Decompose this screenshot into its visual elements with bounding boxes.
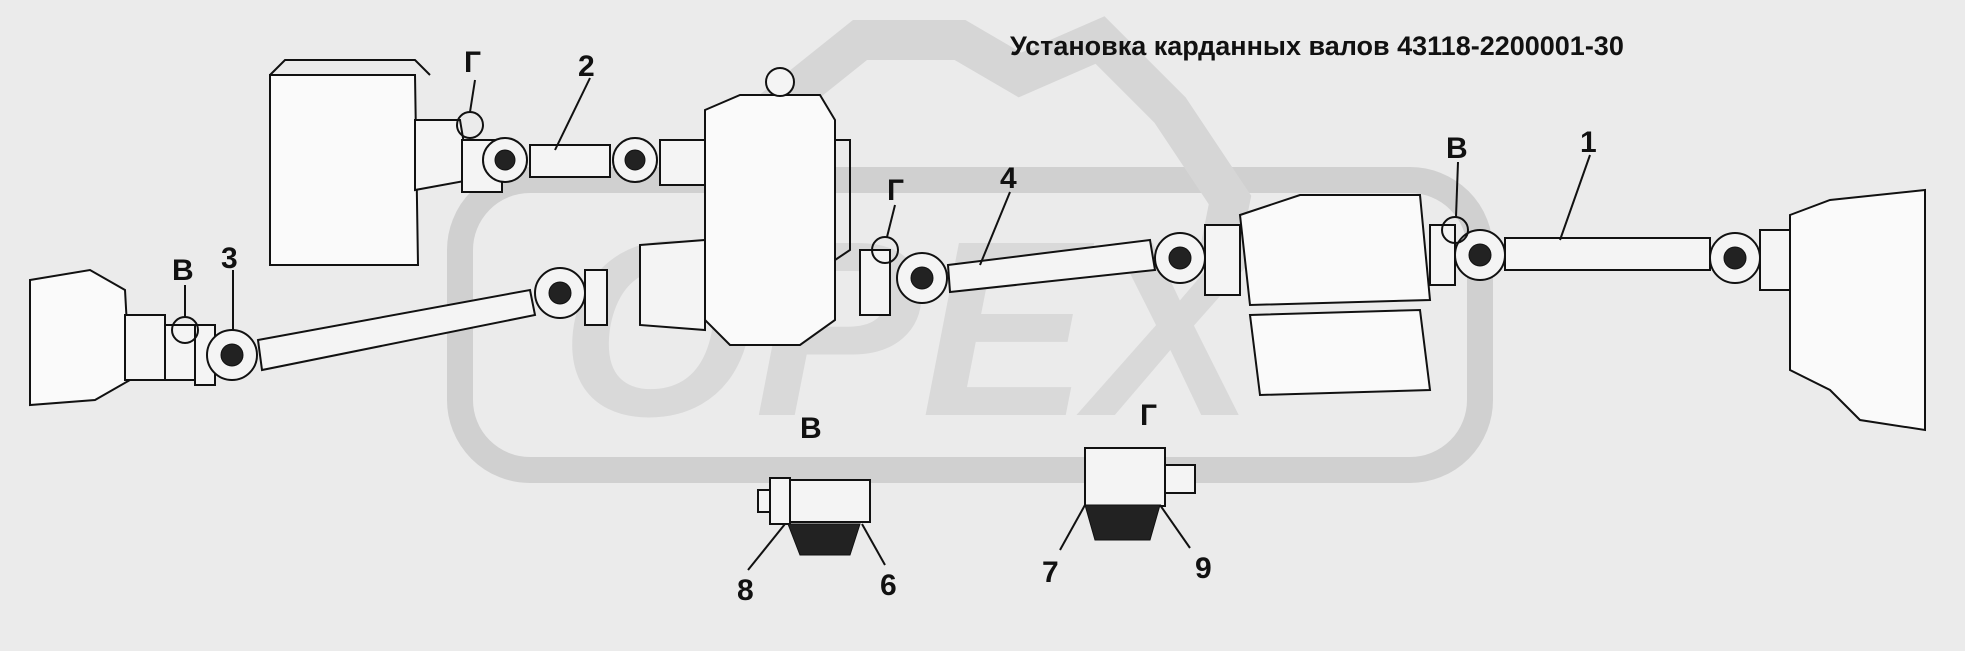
detail-v-title: В bbox=[800, 412, 822, 445]
shaft-tube bbox=[529, 144, 611, 178]
shaft-tube bbox=[1504, 237, 1711, 271]
callout-1: 1 bbox=[1580, 126, 1597, 159]
callout-4: 4 bbox=[1000, 162, 1017, 195]
watermark-text: OPEX bbox=[560, 189, 1268, 468]
shaft-tube bbox=[256, 288, 537, 372]
hatched-flange bbox=[787, 523, 861, 556]
callout-3: 3 bbox=[221, 242, 238, 275]
leader-lines bbox=[184, 77, 1591, 330]
detail-label-9: 9 bbox=[1195, 552, 1212, 585]
detail-g-title: Г bbox=[1140, 399, 1157, 432]
nut-body bbox=[1084, 447, 1166, 507]
watermark-logo: OPEX bbox=[447, 16, 1493, 483]
cardan-shaft-3 bbox=[194, 267, 608, 386]
transfer-case bbox=[639, 67, 851, 346]
detail-label-6: 6 bbox=[880, 569, 897, 602]
lifting-eye bbox=[765, 67, 795, 97]
detail-view-v: В 8 6 bbox=[737, 412, 897, 607]
bolt-body bbox=[789, 479, 871, 523]
engine-housing bbox=[269, 74, 420, 266]
detail-marker-g-mid bbox=[871, 236, 899, 264]
callout-2: 2 bbox=[578, 50, 595, 83]
diagram-title: Установка карданных валов 43118-2200001-… bbox=[1010, 31, 1624, 61]
rear-axle bbox=[1789, 188, 1926, 432]
middle-axle bbox=[1238, 194, 1432, 397]
front-axle-left bbox=[29, 268, 196, 407]
callout-g-left: Г bbox=[464, 46, 481, 79]
watermark-gear-arc bbox=[747, 16, 1252, 254]
detail-marker-v-right bbox=[1441, 216, 1469, 244]
cardan-shaft-1 bbox=[1429, 224, 1791, 291]
callout-v-right: В bbox=[1446, 132, 1468, 165]
detail-view-g: Г 7 9 bbox=[1042, 399, 1212, 589]
detail-label-8: 8 bbox=[737, 574, 754, 607]
engine-block bbox=[269, 59, 472, 266]
callout-g-mid: Г bbox=[887, 174, 904, 207]
detail-label-7: 7 bbox=[1042, 556, 1059, 589]
cardan-shaft-2 bbox=[461, 137, 706, 193]
callout-v-left: В bbox=[172, 254, 194, 287]
shaft-tube bbox=[946, 238, 1157, 294]
cardan-shaft-4 bbox=[859, 224, 1241, 316]
hatched-flange bbox=[1084, 504, 1161, 541]
